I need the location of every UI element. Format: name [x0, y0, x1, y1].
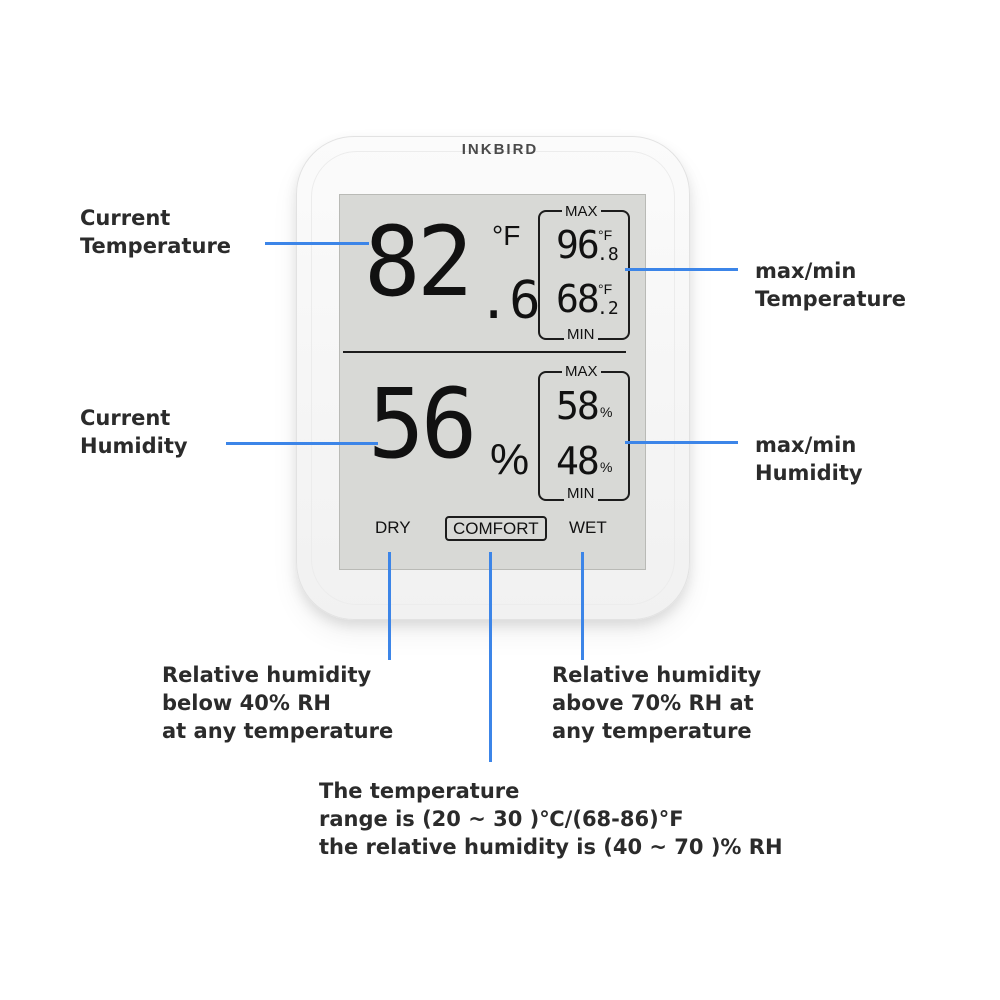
current-temperature-decimal: .6: [478, 271, 541, 331]
maxmin-temperature-callout: max/min Temperature: [755, 259, 907, 311]
current-temperature-callout: Current Temperature: [80, 206, 232, 258]
current-temperature-pointer: [265, 242, 369, 245]
hum-min-value: 48: [556, 439, 600, 483]
wet-pointer: [581, 552, 584, 660]
hum-min-label: MIN: [564, 486, 598, 501]
current-humidity-callout: Current Humidity: [80, 406, 188, 458]
temp-min-label: MIN: [564, 327, 598, 342]
maxmin-humidity-pointer: [625, 441, 738, 444]
temp-max-decimal: .8: [597, 244, 619, 265]
dry-indicator: DRY: [375, 518, 411, 537]
lcd-divider: [343, 351, 626, 353]
current-humidity-value: 56: [368, 368, 477, 480]
comfort-callout: The temperature range is (20 ~ 30 )℃/(68…: [319, 779, 783, 859]
lcd-screen: [339, 194, 646, 570]
current-humidity-unit: %: [490, 435, 530, 484]
hum-max-label: MAX: [562, 364, 601, 379]
dry-pointer: [388, 552, 391, 660]
hum-max-value: 58: [556, 384, 600, 428]
temp-min-decimal: .2: [597, 298, 619, 319]
current-temperature-unit: °F: [492, 220, 521, 251]
current-humidity-pointer: [226, 442, 378, 445]
temp-min-unit: °F: [598, 281, 613, 297]
wet-indicator: WET: [569, 518, 607, 537]
temp-max-unit: °F: [598, 227, 613, 243]
brand-logo: INKBIRD: [461, 141, 539, 158]
hum-min-unit: %: [600, 459, 613, 475]
hum-max-unit: %: [600, 404, 613, 420]
dry-callout: Relative humidity below 40% RH at any te…: [162, 663, 394, 743]
temp-min-integer: 68: [556, 277, 600, 321]
wet-callout: Relative humidity above 70% RH at any te…: [552, 663, 762, 743]
maxmin-humidity-callout: max/min Humidity: [755, 433, 863, 485]
current-temperature-integer: 82: [364, 206, 473, 318]
maxmin-temperature-pointer: [625, 268, 738, 271]
temp-max-integer: 96: [556, 223, 600, 267]
temp-max-label: MAX: [562, 204, 601, 219]
comfort-indicator: COMFORT: [445, 516, 547, 541]
comfort-pointer: [489, 552, 492, 762]
